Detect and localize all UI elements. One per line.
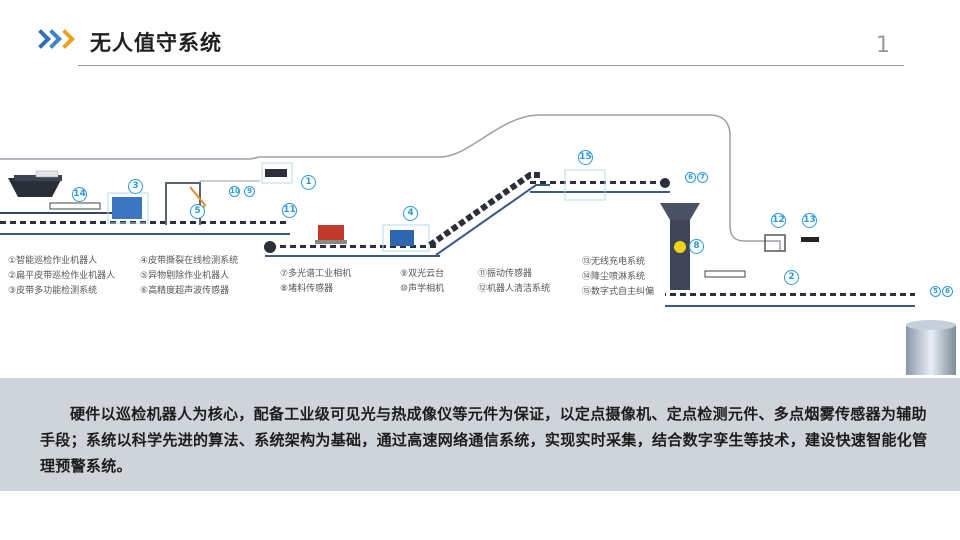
legend-item: ⑬无线充电系统 (582, 257, 646, 267)
legend-item: ⑤异物剔除作业机器人 (140, 271, 230, 281)
callout-1: 1 (301, 175, 316, 190)
legend-item: ⑫机器人清洁系统 (478, 284, 551, 294)
legend-column-6: ⑬无线充电系统 ⑭降尘喷淋系统 ⑮数字式自主纠偏 (582, 255, 654, 300)
callout-15: 15 (578, 150, 593, 165)
conveyor-belt-1 (0, 202, 290, 235)
description-paragraph: 硬件以巡检机器人为核心，配备工业级可见光与热成像仪等元件为保证，以定点摄像机、定… (40, 405, 928, 475)
legend-column-1: ①智能巡检作业机器人 ②扁平皮带巡检作业机器人 ③皮带多功能检测系统 (8, 254, 115, 299)
robot-track-rail (0, 114, 781, 251)
callout-13: 13 (802, 213, 817, 228)
callout-5: 5 (190, 204, 205, 219)
callout-7: 7 (697, 172, 708, 183)
legend-item: ⑦多光谱工业相机 (280, 269, 352, 279)
legend-item: ⑧堵料传感器 (280, 284, 334, 294)
legend-item: ③皮带多功能检测系统 (8, 286, 98, 296)
description-band (0, 378, 960, 491)
legend-column-5: ⑪振动传感器 ⑫机器人清洁系统 (478, 267, 550, 297)
callout-2: 2 (784, 270, 799, 285)
callout-3: 3 (128, 179, 143, 194)
callout-4: 4 (403, 206, 418, 221)
callout-8: 8 (689, 239, 704, 254)
callout-14: 14 (72, 187, 87, 202)
legend-item: ④皮带撕裂在线检测系统 (140, 256, 239, 266)
conveyor-belt-3 (530, 178, 670, 193)
page-number: 1 (876, 33, 890, 58)
legend-column-2: ④皮带撕裂在线检测系统 ⑤异物剔除作业机器人 ⑥高精度超声波传感器 (140, 254, 238, 299)
legend-item: ②扁平皮带巡检作业机器人 (8, 271, 116, 281)
legend-column-4: ⑨双光云台 ⑩声学相机 (400, 267, 444, 297)
callout-10: 10 (229, 186, 240, 197)
callout-6: 6 (685, 172, 696, 183)
tear-detection-unit (390, 230, 414, 246)
header-divider (78, 65, 904, 66)
storage-silo (906, 320, 956, 375)
chevron-icon (55, 29, 75, 49)
feed-hopper (8, 170, 62, 197)
legend-item: ⑪振动传感器 (478, 269, 533, 279)
legend-column-3: ⑦多光谱工业相机 ⑧堵料传感器 (280, 267, 351, 297)
callout-12: 12 (771, 213, 786, 228)
conveyor-belt-2 (264, 241, 440, 257)
page-title: 无人值守系统 (90, 31, 222, 55)
legend-item: ⑭降尘喷淋系统 (582, 272, 646, 282)
transfer-chute (660, 203, 700, 290)
conveyor-belt-4 (665, 270, 915, 307)
belt-inspection-unit (112, 197, 142, 219)
legend-item: ⑮数字式自主纠偏 (582, 287, 655, 297)
legend-item: ⑨双光云台 (400, 269, 445, 279)
track-camera (265, 169, 287, 177)
legend-item: ⑥高精度超声波传感器 (140, 286, 230, 296)
callout-6b: 6 (942, 286, 953, 297)
callout-9: 9 (244, 186, 255, 197)
callout-5b: 5 (930, 286, 941, 297)
legend-item: ⑩声学相机 (400, 284, 445, 294)
magnetic-separator (318, 225, 344, 243)
callout-11: 11 (282, 203, 297, 218)
legend-item: ①智能巡检作业机器人 (8, 256, 98, 266)
conveyor-system-diagram (0, 114, 956, 375)
